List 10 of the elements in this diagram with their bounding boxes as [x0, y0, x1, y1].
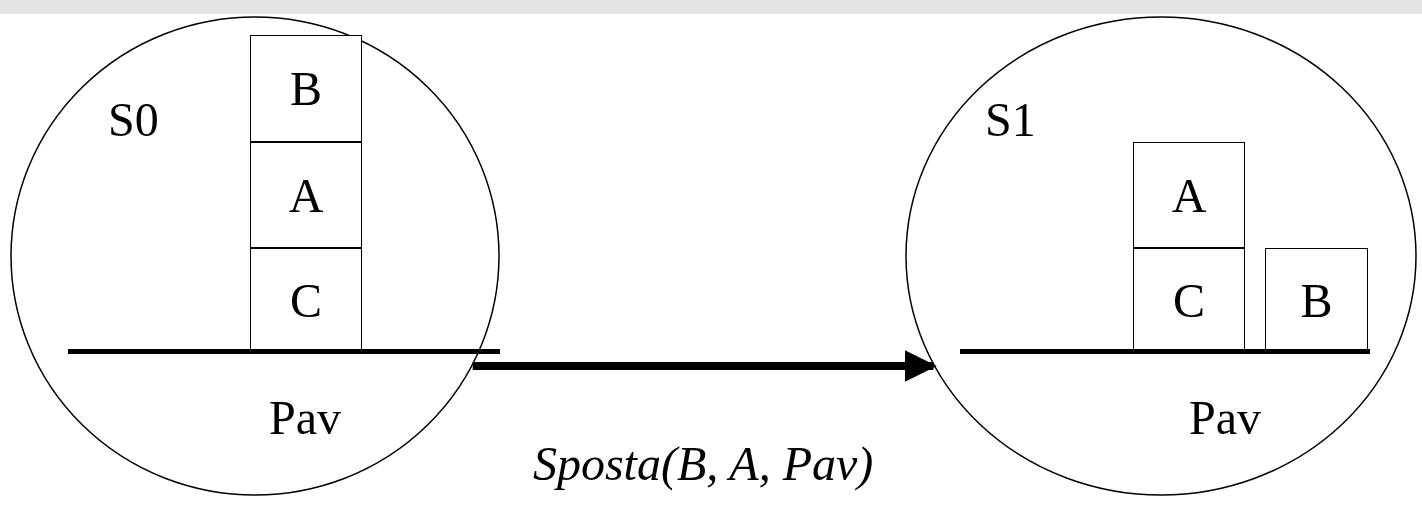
state-label: S1 [985, 96, 1036, 144]
floor-label: Pav [1189, 394, 1261, 442]
block-box: A [1133, 142, 1245, 248]
state-label: S0 [108, 96, 159, 144]
block-box: C [1133, 248, 1245, 352]
block-box: B [250, 35, 362, 142]
floor-label: Pav [269, 394, 341, 442]
block-box: B [1265, 248, 1368, 352]
block-box: A [250, 142, 362, 248]
block-box: C [250, 248, 362, 352]
